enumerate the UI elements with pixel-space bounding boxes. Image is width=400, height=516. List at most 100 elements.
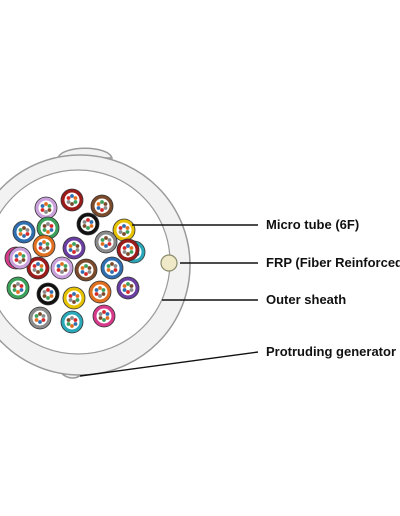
optical-fiber: [105, 312, 110, 316]
optical-fiber: [72, 242, 76, 246]
optical-fiber: [42, 240, 46, 244]
optical-fiber: [75, 294, 80, 298]
optical-fiber: [73, 200, 78, 204]
optical-fiber: [34, 318, 39, 322]
optical-fiber: [16, 290, 20, 294]
optical-fiber: [22, 234, 26, 238]
micro-tube: [34, 196, 58, 220]
optical-fiber: [96, 202, 101, 206]
optical-fiber: [89, 220, 94, 224]
optical-fiber: [72, 292, 76, 296]
optical-fiber: [82, 220, 87, 224]
micro-tube: [90, 194, 114, 218]
optical-fiber: [41, 314, 46, 318]
optical-fiber: [38, 312, 42, 316]
optical-fiber: [122, 250, 127, 254]
micro-tube: [6, 276, 30, 300]
optical-fiber: [40, 204, 45, 208]
optical-fiber: [42, 294, 47, 298]
optical-fiber: [44, 210, 48, 214]
protruding-generator-label: Protruding generator: [266, 344, 397, 359]
optical-fiber: [94, 288, 99, 292]
micro-tube: [116, 276, 140, 300]
frp-strength-member: [160, 254, 178, 272]
micro-tube-bundle: [4, 188, 146, 334]
optical-fiber: [63, 264, 68, 268]
optical-fiber: [96, 206, 101, 210]
optical-fiber: [104, 236, 108, 240]
optical-fiber: [100, 242, 105, 246]
optical-fiber: [98, 286, 102, 290]
optical-fiber: [14, 258, 19, 262]
optical-fiber: [36, 270, 40, 274]
optical-fiber: [49, 224, 54, 228]
optical-fiber: [102, 310, 106, 314]
optical-fiber: [22, 226, 26, 230]
optical-fiber: [98, 312, 103, 316]
optical-fiber: [47, 208, 52, 212]
optical-fiber: [129, 284, 134, 288]
micro-tube: [74, 258, 98, 282]
micro-tube: [60, 310, 84, 334]
optical-fiber: [122, 288, 127, 292]
optical-fiber: [101, 288, 106, 292]
optical-fiber: [129, 288, 134, 292]
optical-fiber: [18, 228, 23, 232]
optical-fiber: [72, 250, 76, 254]
optical-fiber: [44, 202, 48, 206]
optical-fiber: [86, 226, 90, 230]
optical-fiber: [126, 244, 130, 248]
optical-fiber: [82, 224, 87, 228]
optical-fiber: [36, 262, 40, 266]
optical-fiber: [41, 318, 46, 322]
outer-sheath-label: Outer sheath: [266, 292, 347, 307]
optical-fiber: [42, 224, 47, 228]
optical-fiber: [42, 248, 46, 252]
optical-fiber: [75, 244, 80, 248]
optical-fiber: [45, 242, 50, 246]
optical-fiber: [46, 296, 50, 300]
optical-fiber: [89, 224, 94, 228]
optical-fiber: [72, 300, 76, 304]
optical-fiber: [66, 200, 71, 204]
optical-fiber: [66, 196, 71, 200]
micro-tube: [92, 304, 116, 328]
optical-fiber: [125, 226, 130, 230]
optical-fiber: [110, 262, 114, 266]
optical-fiber: [125, 230, 130, 234]
optical-fiber: [46, 222, 50, 226]
micro-tube: [100, 256, 124, 280]
optical-fiber: [18, 252, 22, 256]
optical-fiber: [118, 226, 123, 230]
optical-fiber: [18, 260, 22, 264]
micro-tube: [116, 238, 140, 262]
optical-fiber: [25, 232, 30, 236]
optical-fiber: [84, 272, 88, 276]
optical-fiber: [113, 268, 118, 272]
optical-fiber: [60, 270, 64, 274]
optical-fiber: [46, 288, 50, 292]
optical-fiber: [45, 246, 50, 250]
optical-fiber: [42, 228, 47, 232]
micro-tube: [50, 256, 74, 280]
optical-fiber: [106, 264, 111, 268]
optical-fiber: [105, 316, 110, 320]
optical-fiber: [34, 314, 39, 318]
optical-fiber: [12, 284, 17, 288]
micro-tube: [36, 216, 60, 240]
optical-fiber: [87, 270, 92, 274]
leader-line-protruding-generator: [79, 351, 259, 377]
optical-fiber: [21, 258, 26, 262]
optical-fiber: [70, 194, 74, 198]
micro-tube: [26, 256, 50, 280]
optical-fiber: [32, 268, 37, 272]
micro-tube: [76, 212, 100, 236]
optical-fiber: [68, 248, 73, 252]
optical-fiber: [86, 218, 90, 222]
optical-fiber: [122, 284, 127, 288]
optical-fiber: [100, 200, 104, 204]
optical-fiber: [107, 242, 112, 246]
optical-fiber: [40, 208, 45, 212]
optical-fiber: [46, 230, 50, 234]
micro-tube: [36, 282, 60, 306]
